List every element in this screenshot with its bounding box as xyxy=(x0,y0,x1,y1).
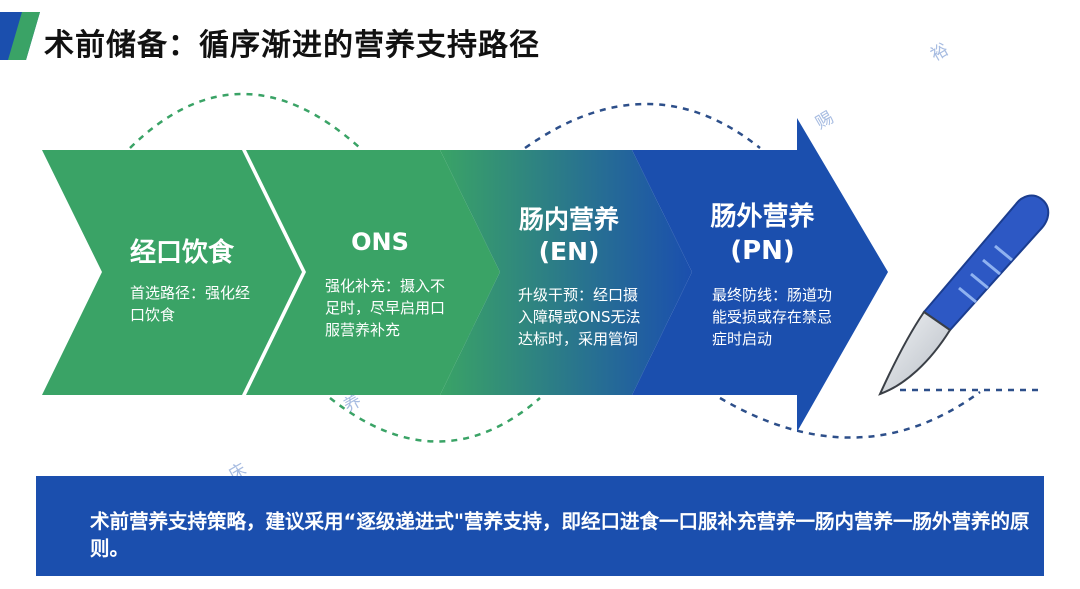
summary-box: 术前营养支持策略，建议采用“逐级递进式"营养支持，即经口进食一口服补充营养一肠内… xyxy=(36,476,1044,576)
chevron-ons xyxy=(246,150,500,395)
stage-oral-diet-heading: 经口饮食 xyxy=(129,238,234,268)
stage-en-desc: 升级干预：经口摄入障碍或ONS无法达标时，采用管饲 xyxy=(518,286,641,348)
title-bar: 术前储备：循序渐进的营养支持路径 xyxy=(0,12,1080,76)
stage-en-heading: 肠内营养(EN) xyxy=(518,205,619,266)
dashed-arc-blue-top xyxy=(524,102,761,150)
dashed-arc-green-top xyxy=(129,92,361,149)
stage-pn-heading: 肠外营养(PN) xyxy=(710,202,815,266)
stage-pn-desc: 最终防线：肠道功能受损或存在禁忌症时启动 xyxy=(712,286,833,348)
chevron-en xyxy=(440,150,692,395)
chevron-pn xyxy=(632,118,888,432)
dashed-arc-green-bottom xyxy=(329,397,541,443)
title-accent-shape xyxy=(0,12,40,60)
scalpel-icon xyxy=(878,194,1050,396)
stage-ons-desc: 强化补充：摄入不足时，尽早启用口服营养补充 xyxy=(325,277,446,339)
stage-ons-heading: ONS xyxy=(351,228,409,256)
stage-oral-diet-desc: 首选路径：强化经口饮食 xyxy=(130,284,251,324)
summary-text: 术前营养支持策略，建议采用“逐级递进式"营养支持，即经口进食一口服补充营养一肠内… xyxy=(90,510,1030,560)
nutrition-pathway-diagram xyxy=(42,92,1050,443)
dashed-arc-blue-bottom xyxy=(719,390,981,439)
page-title: 术前储备：循序渐进的营养支持路径 xyxy=(44,28,540,63)
chevron-oral-diet xyxy=(42,150,302,395)
